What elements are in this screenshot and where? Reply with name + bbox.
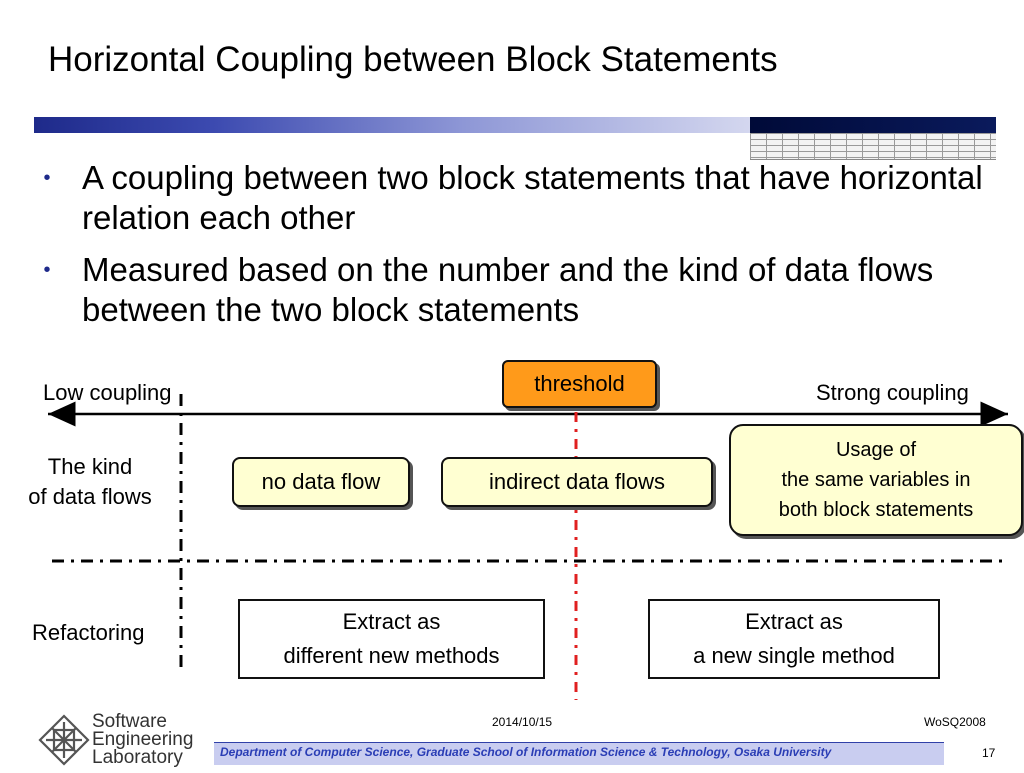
same-variables-line: the same variables in: [781, 469, 971, 491]
lab-logo-icon: [36, 712, 92, 768]
bullet-list: • A coupling between two block statement…: [40, 158, 1000, 342]
strong-coupling-label: Strong coupling: [816, 380, 969, 405]
bullet-item: • A coupling between two block statement…: [40, 158, 1000, 238]
threshold-box: threshold: [502, 360, 657, 408]
kind-label-line: The kind: [47, 454, 133, 479]
extract-single-method-box: Extract as a new single method: [648, 599, 940, 679]
refactoring-line: Extract as: [342, 609, 441, 634]
no-data-flow-box: no data flow: [232, 457, 410, 507]
bullet-item: • Measured based on the number and the k…: [40, 250, 1000, 330]
footer-bar: [214, 742, 944, 765]
kind-of-data-flows-label: The kind of data flows: [8, 452, 172, 512]
refactoring-label: Refactoring: [32, 620, 145, 645]
title-grid-decoration: [750, 133, 996, 160]
title-underline-dark-bar: [750, 117, 996, 133]
same-variables-line: Usage of: [835, 439, 917, 461]
page-title: Horizontal Coupling between Block Statem…: [48, 40, 778, 79]
bullet-text: Measured based on the number and the kin…: [82, 251, 934, 328]
same-variables-box: Usage of the same variables in both bloc…: [729, 424, 1023, 536]
refactoring-line: Extract as: [745, 609, 843, 634]
same-variables-line: both block statements: [778, 499, 974, 521]
lab-logo-text: Software Engineering Laboratory: [92, 711, 194, 768]
kind-label-line: of data flows: [28, 484, 152, 509]
refactoring-line: different new methods: [283, 643, 500, 668]
refactoring-line: a new single method: [693, 643, 895, 668]
page-number: 17: [982, 746, 996, 760]
footer-conference: WoSQ2008: [924, 715, 986, 729]
footer-date: 2014/10/15: [492, 715, 553, 729]
bullet-dot-icon: •: [43, 259, 51, 281]
logo-line: Laboratory: [92, 747, 183, 768]
logo-line: Engineering: [92, 729, 194, 750]
title-underline-bar: [34, 117, 750, 133]
logo-line: Software: [92, 711, 167, 732]
footer-department: Department of Computer Science, Graduate…: [220, 745, 832, 759]
bullet-text: A coupling between two block statements …: [82, 159, 983, 236]
indirect-data-flows-box: indirect data flows: [441, 457, 713, 507]
extract-different-methods-box: Extract as different new methods: [238, 599, 545, 679]
bullet-dot-icon: •: [43, 167, 51, 189]
low-coupling-label: Low coupling: [43, 380, 172, 405]
